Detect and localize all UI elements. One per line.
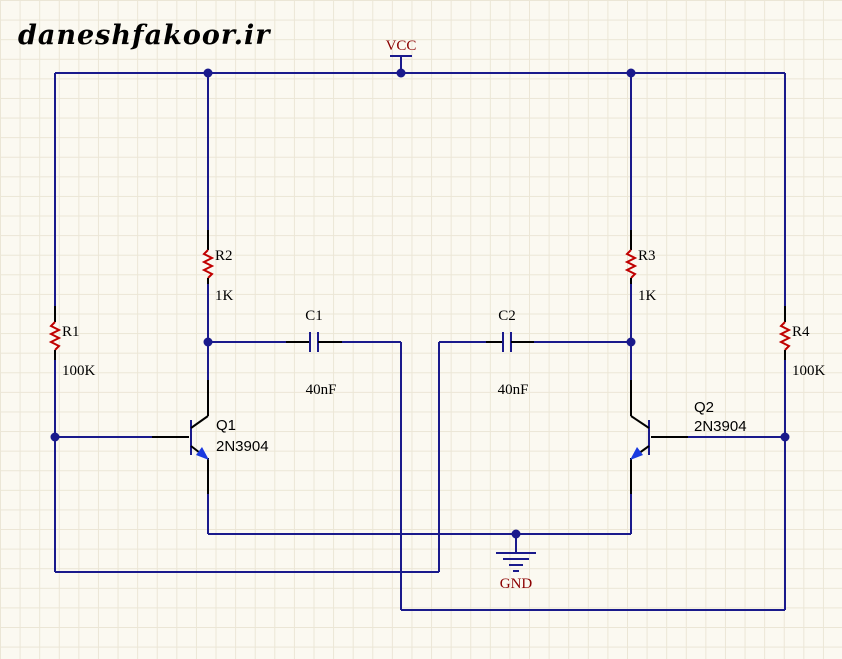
vcc-rail (55, 55, 785, 74)
r1-ref: R1 (62, 324, 80, 340)
transistor-q1 (152, 380, 209, 494)
junction-dots (50, 68, 790, 539)
resistor-r3 (624, 230, 638, 284)
left-wiring (54, 73, 631, 573)
transistor-q2 (630, 380, 688, 494)
c2-ref: C2 (498, 308, 516, 324)
r3-value: 1K (638, 288, 657, 304)
q2-value: 2N3904 (694, 418, 747, 435)
vcc-label: VCC (386, 38, 417, 54)
r2-ref: R2 (215, 248, 233, 264)
c1-value: 40nF (306, 382, 337, 398)
brand-watermark: daneshfakoor.ir (18, 20, 271, 51)
q2-ref: Q2 (694, 399, 714, 416)
capacitor-c1 (286, 332, 342, 352)
r1-value: 100K (62, 363, 96, 379)
c2-value: 40nF (498, 382, 529, 398)
c1-ref: C1 (305, 308, 323, 324)
r3-ref: R3 (638, 248, 656, 264)
q2-emitter-arrow (630, 447, 643, 460)
right-wiring (342, 73, 786, 611)
gnd-symbol (496, 534, 536, 572)
capacitor-c2 (486, 332, 534, 352)
resistor-r4 (778, 306, 792, 360)
resistor-r1 (48, 306, 62, 360)
gnd-label: GND (500, 576, 533, 592)
q1-emitter-arrow (196, 447, 209, 460)
r2-value: 1K (215, 288, 234, 304)
r4-ref: R4 (792, 324, 810, 340)
q1-value: 2N3904 (216, 438, 269, 455)
q1-ref: Q1 (216, 417, 236, 434)
resistor-r2 (201, 230, 215, 284)
r4-value: 100K (792, 363, 826, 379)
